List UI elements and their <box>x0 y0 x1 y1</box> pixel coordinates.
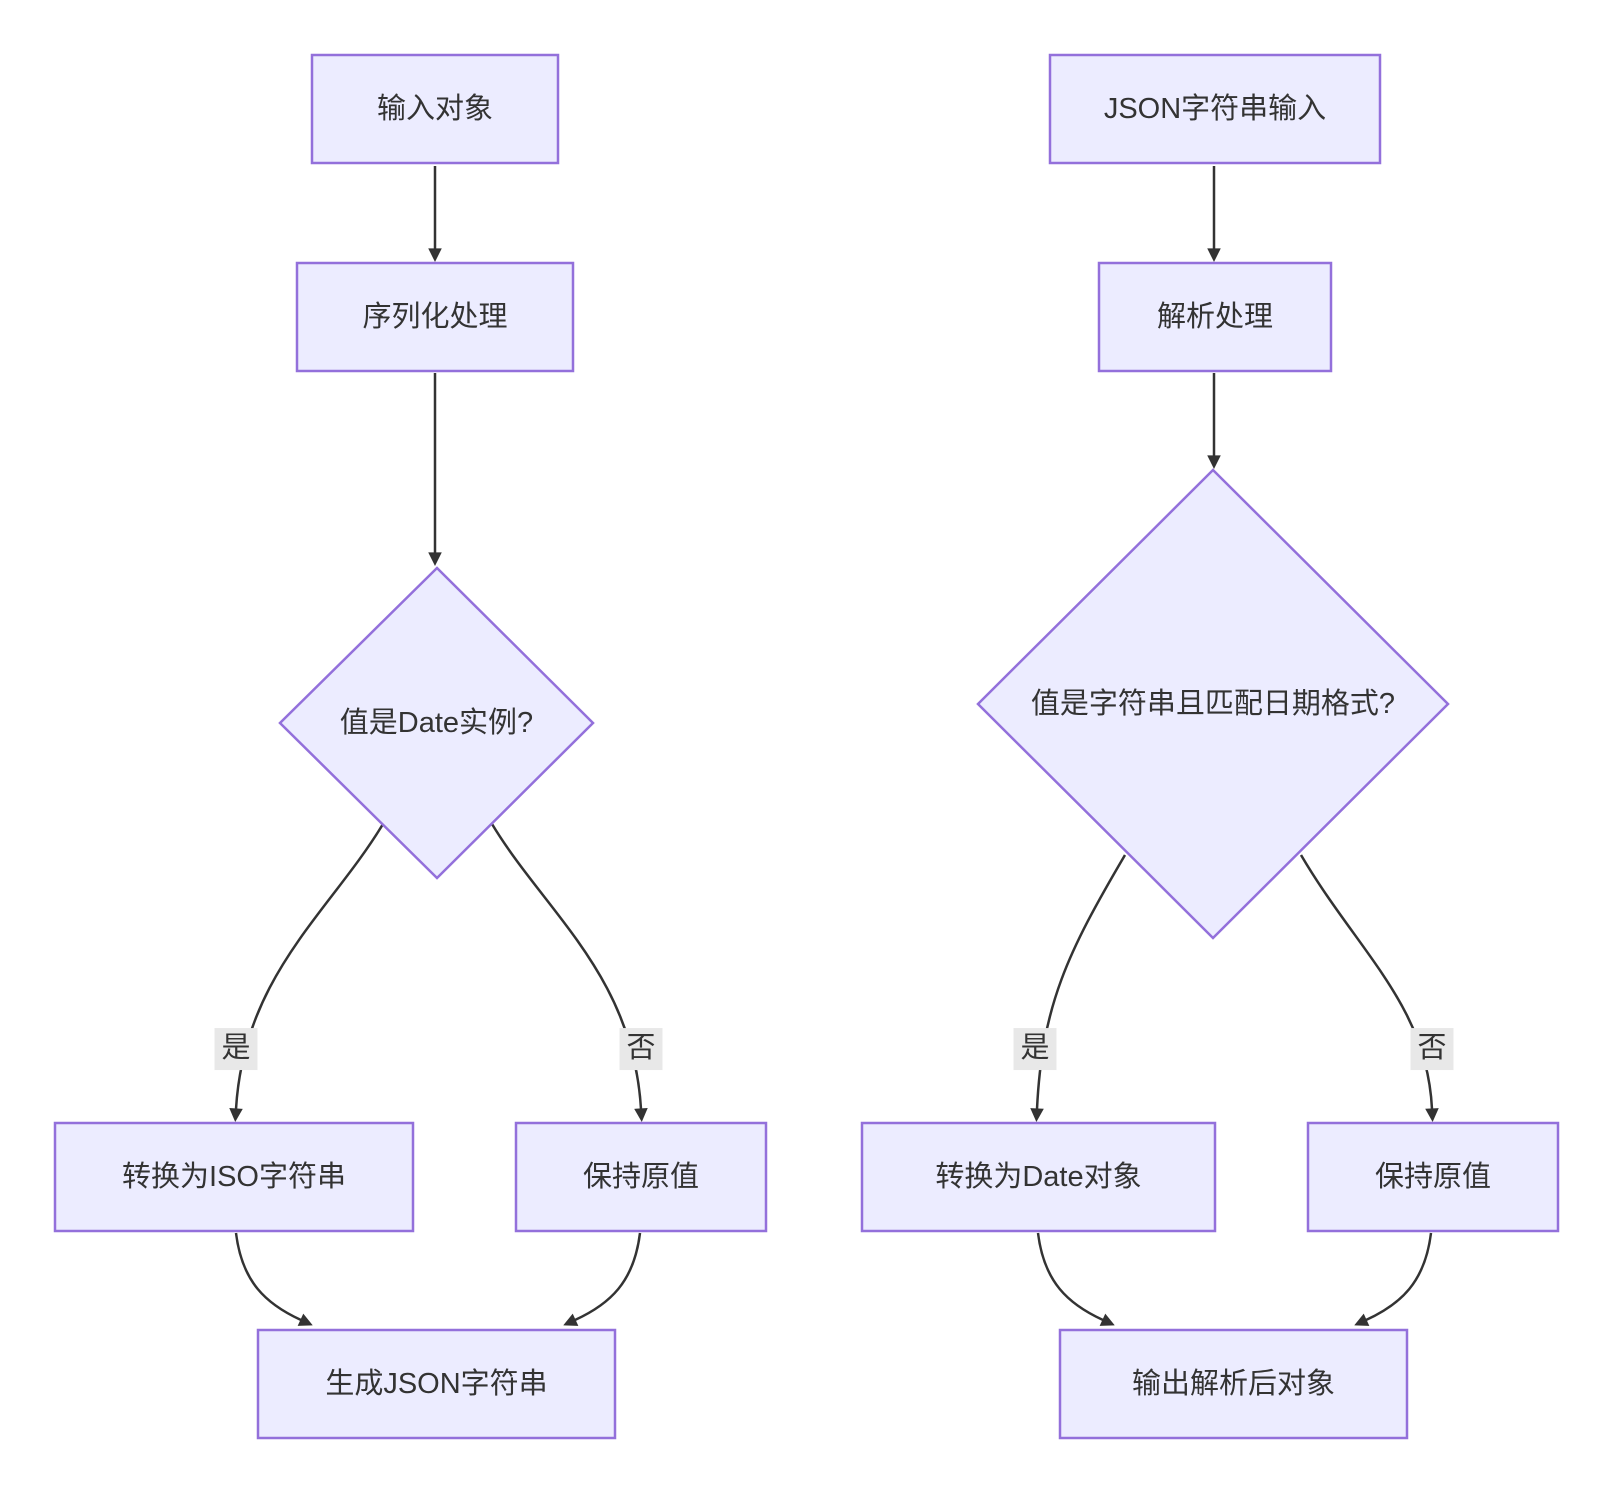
parse-input-node <box>1048 53 1382 165</box>
serialize-yes-node <box>53 1121 415 1233</box>
parse-yes-node <box>860 1121 1217 1233</box>
parse-output-node <box>1058 1328 1409 1440</box>
serialize-output-node <box>256 1328 617 1440</box>
edge-serialize-no-to-output <box>575 1232 642 1320</box>
edge-parse-decision-no <box>1299 854 1432 1109</box>
serialize-process-node <box>295 261 575 373</box>
edge-serialize-yes-to-output <box>234 1232 301 1320</box>
edge-parse-no-to-output <box>1366 1232 1433 1320</box>
parse-no-node <box>1306 1121 1560 1233</box>
parse-process-node <box>1097 261 1333 373</box>
edge-serialize-decision-no <box>490 823 641 1109</box>
serialize-no-node <box>514 1121 768 1233</box>
edge-parse-decision-yes <box>1037 854 1127 1109</box>
edge-parse-yes-to-output <box>1036 1232 1103 1320</box>
parse-decision-diamond <box>976 468 1450 940</box>
serialize-decision-diamond <box>278 566 595 880</box>
edge-serialize-decision-yes <box>236 823 385 1109</box>
serialize-input-node <box>310 53 560 165</box>
